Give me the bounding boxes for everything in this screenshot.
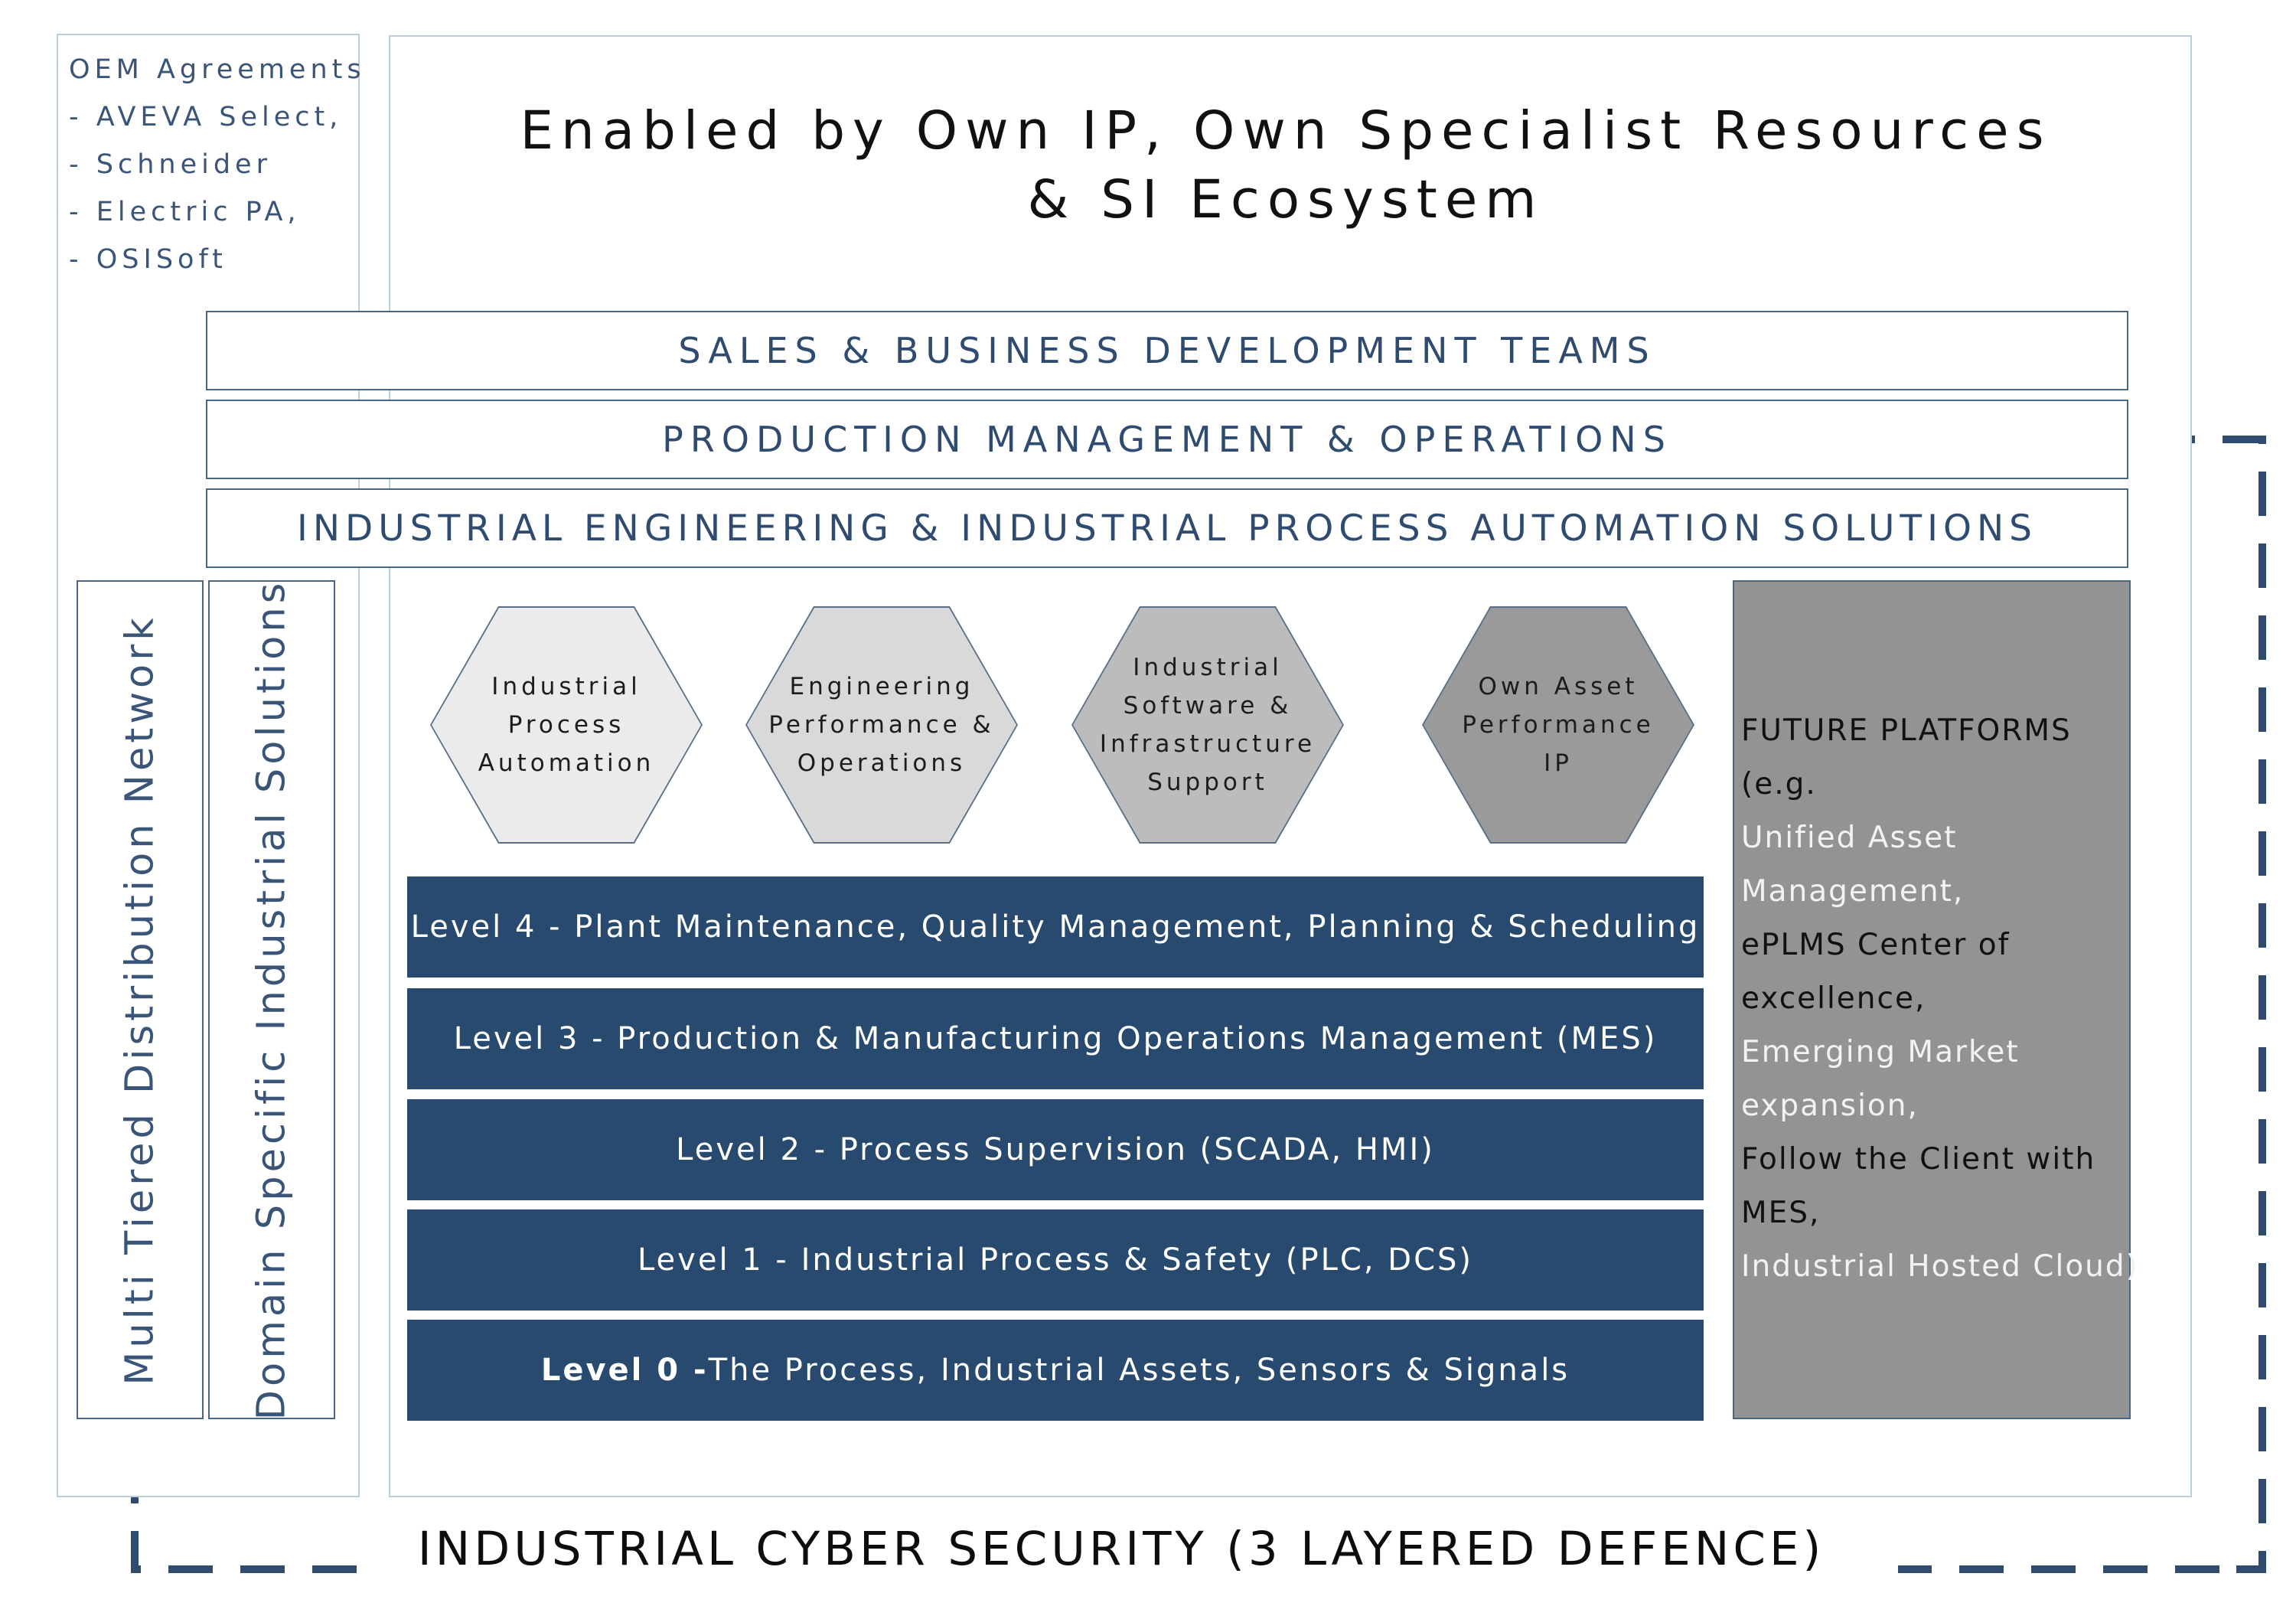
hex-label: Operations [797,749,967,777]
hex-label: Performance [1462,711,1655,739]
future-platforms-box [1733,580,2131,1419]
level-2-bar: Level 2 - Process Supervision (SCADA, HM… [407,1099,1704,1200]
oem-line: - Electric PA, [69,197,301,227]
future-line: ePLMS Center of [1741,928,2011,962]
level-text: Level 3 - Production & Manufacturing Ope… [453,1021,1658,1056]
level-text: Level 2 - Process Supervision (SCADA, HM… [676,1132,1435,1167]
level-text: Level 1 - Industrial Process & Safety (P… [637,1242,1474,1278]
title-line-1: Enabled by Own IP, Own Specialist Resour… [520,100,2052,162]
band-engineering: INDUSTRIAL ENGINEERING & INDUSTRIAL PROC… [206,488,2128,568]
title-line-2: & SI Ecosystem [1027,169,1544,230]
distribution-network-label: Multi Tiered Distribution Network [117,614,163,1386]
future-line: (e.g. [1741,767,1817,801]
hex-label: Own Asset [1478,673,1639,700]
level-text: The Process, Industrial Assets, Sensors … [708,1353,1570,1388]
hex-label: Industrial [491,673,641,700]
hex-label: Industrial [1133,654,1283,681]
cyber-security-label: INDUSTRIAL CYBER SECURITY (3 LAYERED DEF… [417,1522,1825,1576]
future-line: Management, [1741,874,1965,909]
oem-line: OEM Agreements [69,54,366,85]
level-text: Level 4 - Plant Maintenance, Quality Man… [410,909,1701,945]
future-line: excellence, [1741,981,1926,1016]
hex-label: Process [507,711,625,739]
diagram-title: Enabled by Own IP, Own Specialist Resour… [429,96,2143,234]
level-4-bar: Level 4 - Plant Maintenance, Quality Man… [407,876,1704,978]
oem-line: - OSISoft [69,244,227,275]
band-production: PRODUCTION MANAGEMENT & OPERATIONS [206,400,2128,479]
hex-own-asset-ip: Own Asset Performance IP [1422,606,1694,844]
domain-solutions-label: Domain Specific Industrial Solutions [249,579,295,1421]
hex-label: IP [1544,749,1573,777]
oem-line: - Schneider [69,149,272,180]
oem-line: - AVEVA Select, [69,102,343,132]
future-line: Follow the Client with [1741,1142,2096,1177]
future-line: Industrial Hosted Cloud) [1741,1249,2139,1284]
future-line: expansion, [1741,1089,1919,1123]
level-0-bar: Level 0 - The Process, Industrial Assets… [407,1320,1704,1421]
future-line: FUTURE PLATFORMS [1741,713,2072,748]
hex-label: Infrastructure [1099,730,1316,758]
level-1-bar: Level 1 - Industrial Process & Safety (P… [407,1209,1704,1311]
hex-label: Engineering [789,673,974,700]
level-3-bar: Level 3 - Production & Manufacturing Ope… [407,988,1704,1089]
hex-label: Software & [1123,692,1293,720]
oem-agreements: OEM Agreements - AVEVA Select, - Schneid… [69,46,366,283]
hex-label: Performance & [768,711,995,739]
future-line: Unified Asset [1741,821,1958,855]
hex-software-infrastructure: Industrial Software & Infrastructure Sup… [1071,606,1344,844]
level-prefix: Level 0 - [540,1353,709,1388]
domain-solutions-box: Domain Specific Industrial Solutions [208,579,335,1421]
hex-engineering-performance: Engineering Performance & Operations [745,606,1018,844]
hex-label: Automation [478,749,655,777]
hex-label: Support [1147,769,1268,796]
hex-fill: Industrial Process Automation [432,608,701,842]
band-sales: SALES & BUSINESS DEVELOPMENT TEAMS [206,311,2128,390]
future-line: MES, [1741,1196,1821,1230]
distribution-network-box: Multi Tiered Distribution Network [77,580,204,1419]
future-line: Emerging Market [1741,1035,2020,1069]
